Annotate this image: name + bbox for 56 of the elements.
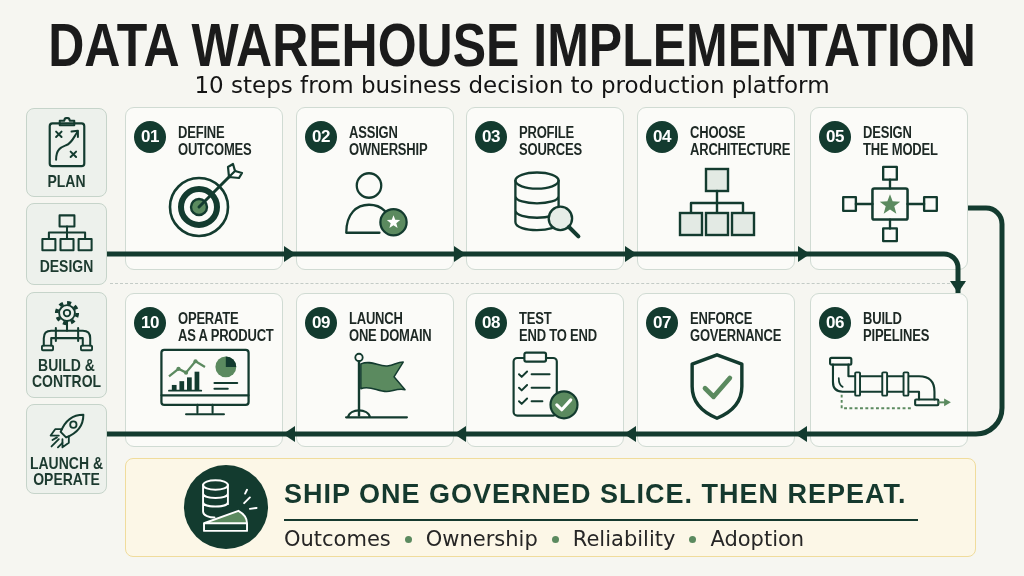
phase-card	[26, 108, 107, 197]
keyword: Ownership	[425, 526, 538, 552]
step-card	[296, 293, 454, 447]
phase-label: DESIGN	[39, 258, 94, 275]
step-number: 03	[475, 121, 507, 153]
flow-arrow	[795, 426, 968, 442]
step-title: DEFINE OUTCOMES	[178, 125, 252, 159]
step-title: ENFORCE GOVERNANCE	[690, 311, 782, 345]
flow-arrow	[283, 426, 454, 442]
step-number: 04	[646, 121, 678, 153]
step-title: OPERATE AS A PRODUCT	[178, 311, 274, 345]
step-number: 01	[134, 121, 166, 153]
step-title: CHOOSE ARCHITECTURE	[690, 125, 791, 159]
flow-line	[107, 431, 283, 437]
flow-arrow	[810, 251, 966, 293]
phase-label: LAUNCH & OPERATE	[28, 455, 105, 489]
step-title: LAUNCH ONE DOMAIN	[349, 311, 432, 345]
phase-card	[26, 203, 107, 285]
step-title: DESIGN THE MODEL	[863, 125, 938, 159]
step-number: 10	[134, 307, 166, 339]
flow-arrow	[624, 426, 795, 442]
banner-heading: SHIP ONE GOVERNED SLICE. THEN REPEAT.	[284, 478, 907, 511]
phase-label: BUILD & CONTROL	[30, 357, 103, 391]
step-number: 05	[819, 121, 851, 153]
step-card	[466, 293, 624, 447]
flow-line	[107, 251, 125, 257]
step-number: 06	[819, 307, 851, 339]
flow-arrow	[637, 246, 810, 262]
step-card	[637, 107, 795, 270]
step-title: ASSIGN OWNERSHIP	[349, 125, 428, 159]
phase-label: PLAN	[47, 172, 86, 190]
step-title: TEST END TO END	[519, 311, 597, 345]
keyword: Adoption	[710, 526, 805, 552]
summary-banner	[125, 458, 976, 557]
keyword: Reliability	[572, 526, 676, 552]
phase-card	[26, 404, 107, 494]
step-card	[296, 107, 454, 270]
step-title: BUILD PIPELINES	[863, 311, 930, 345]
flow-arrow	[466, 246, 637, 262]
flow-arrow	[125, 246, 296, 262]
keyword: Outcomes	[284, 526, 391, 552]
flow-arrow	[454, 426, 624, 442]
phase-card	[26, 292, 107, 398]
step-card	[810, 107, 968, 270]
step-number: 09	[305, 307, 337, 339]
step-card	[637, 293, 795, 447]
step-number: 02	[305, 121, 337, 153]
flow-arrow	[296, 246, 466, 262]
step-number: 07	[646, 307, 678, 339]
step-title: PROFILE SOURCES	[519, 125, 582, 159]
step-card	[125, 293, 283, 447]
step-card	[125, 107, 283, 270]
step-number: 08	[475, 307, 507, 339]
step-card	[810, 293, 968, 447]
flow-line	[968, 205, 1005, 437]
step-card	[466, 107, 624, 270]
